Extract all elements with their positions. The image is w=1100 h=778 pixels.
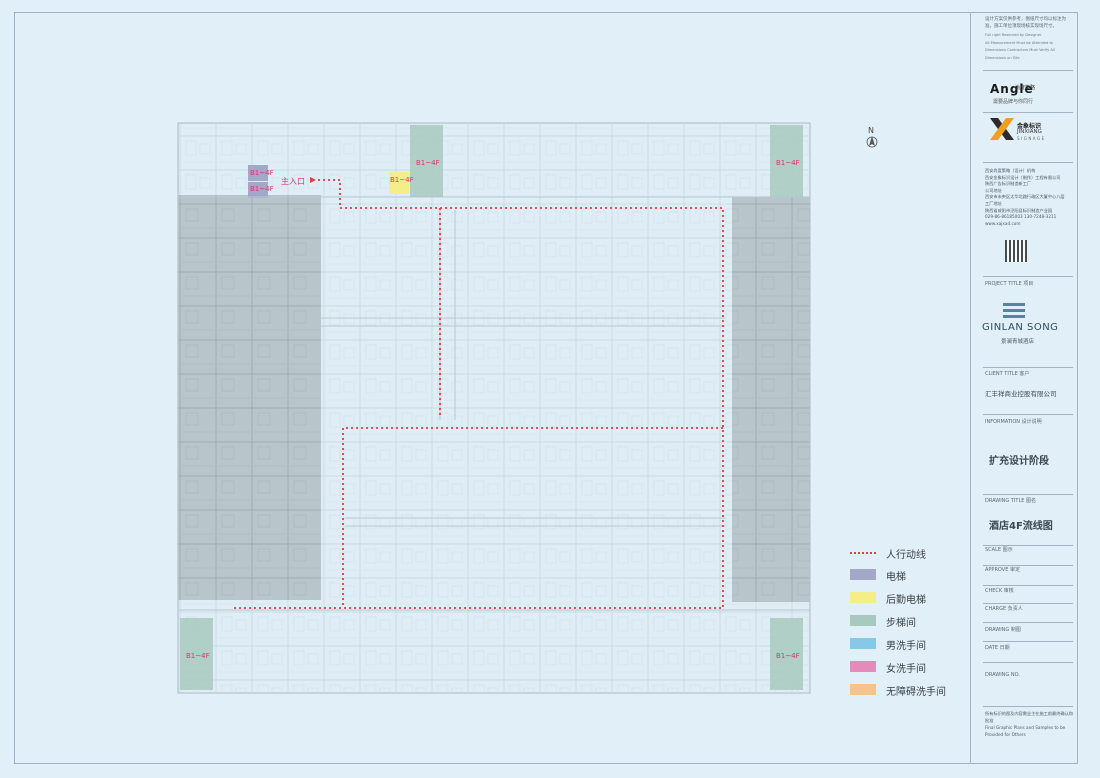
client-title-label: CLIENT TITLE 客户 — [985, 371, 1030, 377]
divider — [983, 641, 1073, 642]
drawing-no-label: DRAWING NO. — [985, 672, 1020, 678]
project-logo-cn: 景澜青城酒店 — [1001, 339, 1035, 345]
compass-label: N — [868, 126, 874, 135]
elevator-1 — [248, 165, 268, 181]
legend-item-elevator: 电梯 — [850, 567, 950, 583]
stair-sw — [180, 618, 213, 690]
divider — [983, 276, 1073, 277]
route-line-icon — [850, 552, 876, 554]
entrance-label: 主入口 — [281, 176, 305, 186]
date-label: DATE 日期 — [985, 645, 1010, 651]
legend-item-route: 人行动线 — [850, 545, 950, 561]
scale-label: SCALE 图示 — [985, 547, 1013, 553]
drawing-title-label: DRAWING TITLE 图名 — [985, 498, 1037, 504]
notes-en: Full right Reserved by Designer All Meas… — [985, 33, 1055, 60]
legend-item-mens-restroom: 男洗手间 — [850, 636, 950, 652]
divider — [983, 162, 1073, 163]
jinxiang-logo-icon — [990, 118, 1014, 140]
information-label: INFORMATION 设计说明 — [985, 419, 1042, 425]
floor-tag: B1~4F — [416, 159, 440, 167]
floor-tag: B1~4F — [776, 652, 800, 660]
divider — [983, 545, 1073, 546]
angle-logo: Angle — [990, 82, 1034, 96]
divider — [983, 622, 1073, 623]
floor-tag: B1~4F — [250, 169, 274, 177]
legend-label: 人行动线 — [886, 550, 926, 561]
notes-cn: 设计方案仅供参考，图纸尺寸均以标注为准，施工单位须现场核实现场尺寸。 — [985, 17, 1066, 29]
check-label: CHECK 审核 — [985, 588, 1014, 594]
jinxiang-logo-en: JINXIANG — [1017, 129, 1042, 135]
divider — [983, 367, 1073, 368]
divider — [983, 414, 1073, 415]
stair-se — [770, 618, 803, 690]
project-title-label: PROJECT TITLE 项目 — [985, 281, 1034, 287]
divider — [983, 585, 1073, 586]
womens-restroom-swatch-icon — [850, 661, 876, 672]
drawing-frame — [14, 12, 1078, 764]
legend-label: 女洗手间 — [886, 664, 926, 675]
floor-tag: B1~4F — [776, 159, 800, 167]
entrance-arrow — [310, 177, 316, 183]
jinxiang-logo-sub: SIGNAGE — [1017, 136, 1046, 141]
company-info: 西安尚度策略（设计）机构 西安金象标识设计（制作）工程有限公司 陕西广告标识制造… — [985, 168, 1065, 226]
circulation-route — [232, 179, 724, 609]
floor-tag: B1~4F — [186, 652, 210, 660]
divider — [983, 112, 1073, 113]
legend-label: 男洗手间 — [886, 641, 926, 652]
drawing-title-value: 酒店4F流线图 — [989, 521, 1053, 532]
stair-nw — [410, 125, 443, 197]
divider — [983, 706, 1073, 707]
footer-note: 所有标识的图及内容需业主在施工前最终确认和批准 Final Graphic Pl… — [985, 711, 1073, 737]
angle-logo-cn: 尚度策略 — [1015, 85, 1036, 91]
floor-plan: B1~4F B1~4F B1~4F B1~4F B1~4F B1~4F B1~4… — [177, 122, 878, 694]
service-elevator-swatch-icon — [850, 592, 876, 603]
jinxiang-logo-cn: 金象标识 — [1017, 123, 1042, 130]
qr-code-icon — [1005, 240, 1027, 262]
legend-item-accessible-restroom: 无障碍洗手间 — [850, 682, 950, 698]
floor-tag: B1~4F — [250, 185, 274, 193]
client-name: 汇丰祥商业控股有限公司 — [985, 390, 1057, 398]
divider — [983, 603, 1073, 604]
divider — [983, 70, 1073, 71]
mens-restroom-swatch-icon — [850, 638, 876, 649]
accessible-restroom-swatch-icon — [850, 684, 876, 695]
legend-label: 无障碍洗手间 — [886, 687, 946, 698]
stair-ne — [770, 125, 803, 197]
legend-label: 后勤电梯 — [886, 595, 926, 606]
legend-label: 电梯 — [886, 572, 906, 583]
charge-label: CHARGE 负责人 — [985, 606, 1023, 612]
divider — [983, 565, 1073, 566]
floor-tag: B1~4F — [390, 176, 414, 184]
divider — [983, 494, 1073, 495]
legend-item-womens-restroom: 女洗手间 — [850, 659, 950, 675]
legend-item-service-elevator: 后勤电梯 — [850, 590, 950, 606]
project-logo-en: GINLAN SONG — [982, 322, 1059, 333]
legend-label: 步梯间 — [886, 618, 916, 629]
project-logo-icon — [1003, 300, 1025, 318]
divider — [983, 662, 1073, 663]
drawing-label: DRAWING 制图 — [985, 627, 1021, 633]
service-elevator — [389, 172, 409, 194]
approve-label: APPROVE 审定 — [985, 567, 1020, 573]
elevator-swatch-icon — [850, 569, 876, 580]
legend-item-stairs: 步梯间 — [850, 613, 950, 629]
angle-slogan: 需要品牌与你同行 — [993, 99, 1034, 105]
information-value: 扩充设计阶段 — [989, 456, 1049, 467]
elevator-2 — [248, 182, 268, 198]
stairs-swatch-icon — [850, 615, 876, 626]
title-block: 设计方案仅供参考，图纸尺寸均以标注为准，施工单位须现场核实现场尺寸。 Full … — [970, 12, 1079, 764]
